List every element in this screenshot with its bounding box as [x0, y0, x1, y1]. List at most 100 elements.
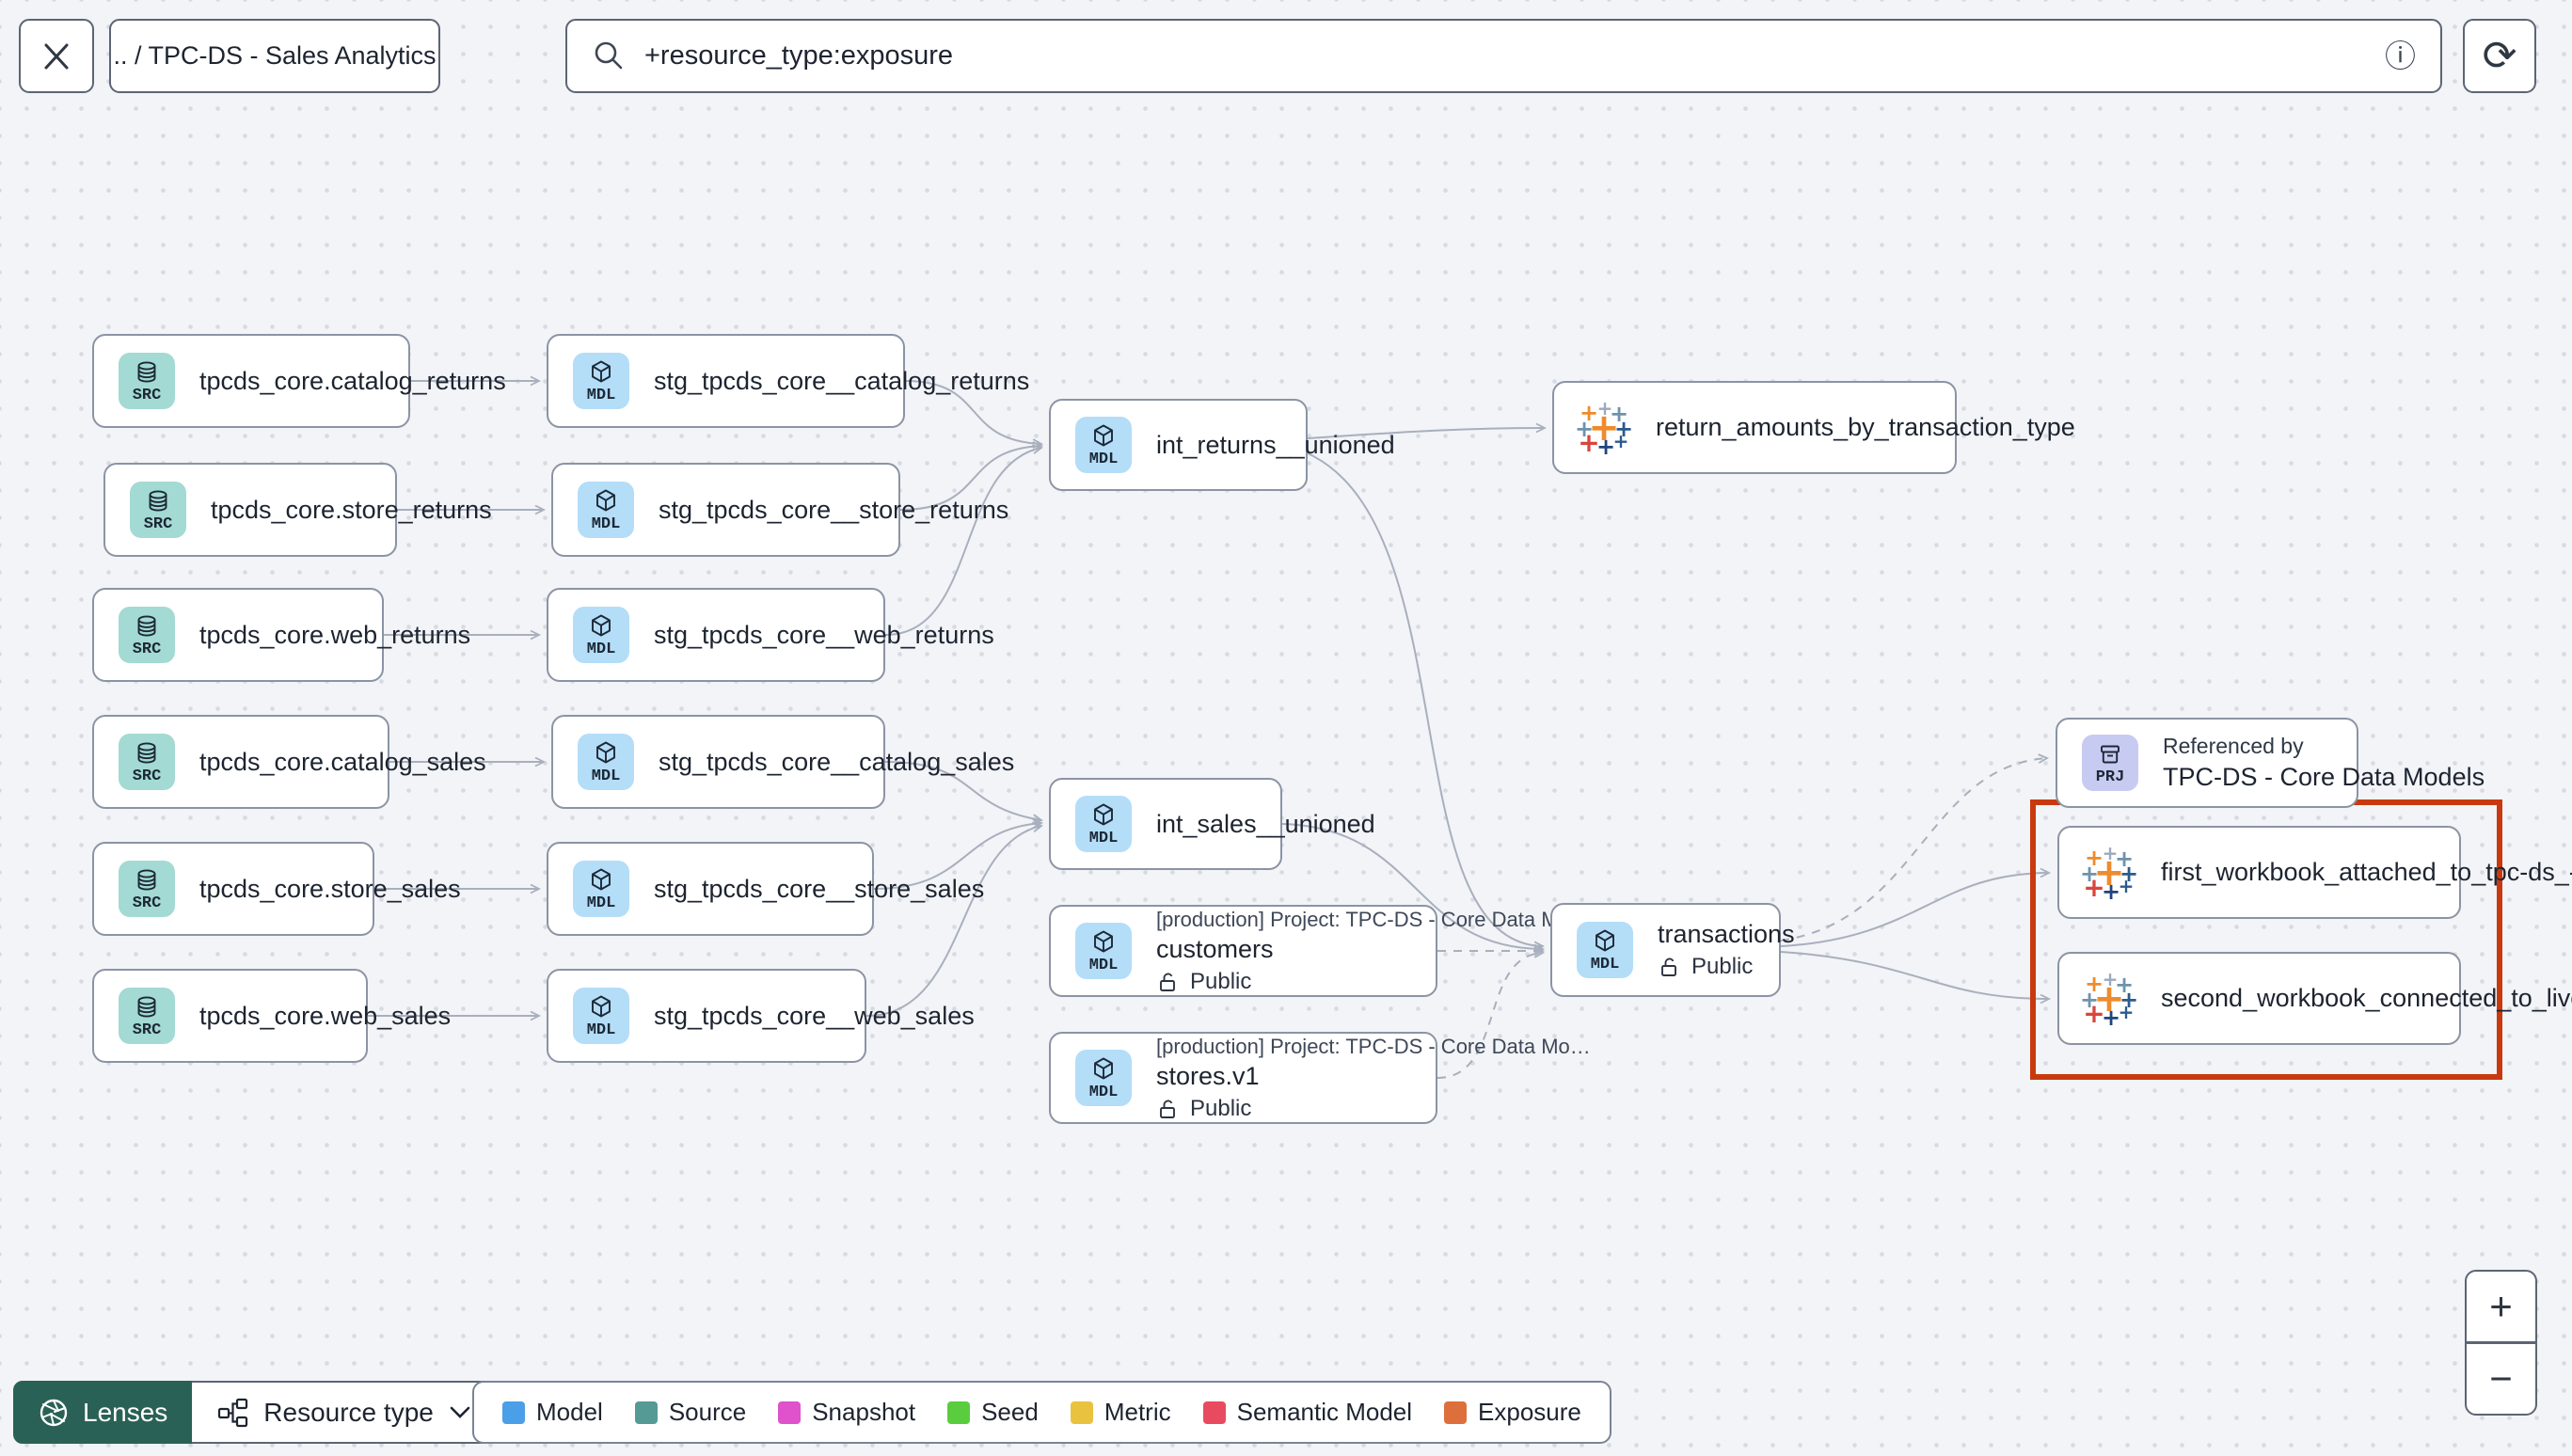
- edge-transactions-to-wb2: [1780, 951, 2052, 1005]
- model-icon: MDL: [1075, 923, 1132, 979]
- legend-item-metric: Metric: [1070, 1398, 1171, 1427]
- database-icon: [137, 614, 156, 637]
- tableau-workbook-icon: +++++++++: [2079, 841, 2139, 905]
- node-wb2[interactable]: +++++++++ second_workbook_connected_to_li…: [2057, 952, 2572, 1045]
- package-icon: [1094, 1057, 1113, 1079]
- edge-stg_web_returns-to-int_returns: [884, 444, 1043, 636]
- legend-label: Exposure: [1478, 1398, 1581, 1426]
- node-label: stg_tpcds_core__web_sales: [654, 1001, 975, 1030]
- resource-type-badge: SRC: [132, 386, 162, 404]
- model-icon: MDL: [573, 353, 629, 409]
- node-src_web_sales[interactable]: SRC tpcds_core.web_sales: [92, 969, 451, 1063]
- model-icon: MDL: [573, 861, 629, 917]
- database-icon: [149, 489, 167, 512]
- access-label: Public: [1190, 1095, 1252, 1121]
- package-icon: [1094, 930, 1113, 952]
- resource-type-badge: MDL: [591, 767, 621, 785]
- node-label: tpcds_core.web_sales: [199, 1001, 452, 1030]
- node-sublabel: Referenced by: [2163, 734, 2304, 758]
- node-label: TPC-DS - Core Data Models: [2163, 763, 2485, 791]
- legend-swatch: [634, 1401, 658, 1424]
- node-label: second_workbook_connected_to_live…: [2161, 984, 2572, 1012]
- unlocked-icon: [1160, 973, 1175, 991]
- resource-type-badge: MDL: [586, 640, 616, 658]
- tableau-workbook-icon: +++++++++: [2079, 967, 2139, 1031]
- source-icon: SRC: [119, 353, 175, 409]
- node-label: int_returns__unioned: [1156, 430, 1395, 459]
- source-icon: SRC: [119, 734, 175, 790]
- breadcrumb[interactable]: .. / TPC-DS - Sales Analytics: [109, 19, 440, 93]
- zoom-out-button[interactable]: −: [2489, 1355, 2513, 1401]
- resource-type-badge: MDL: [586, 1021, 616, 1039]
- legend-label: Seed: [981, 1398, 1039, 1426]
- resource-type-badge: MDL: [1088, 956, 1119, 974]
- project-icon: PRJ: [2082, 735, 2138, 791]
- node-wb1[interactable]: +++++++++first_workbook_attached_to_tpc-…: [2057, 826, 2572, 919]
- edge-int_returns-to-exp_return_amounts: [1307, 422, 1548, 439]
- model-icon: MDL: [573, 988, 629, 1044]
- zoom-in-button[interactable]: +: [2489, 1284, 2513, 1329]
- node-label: return_amounts_by_transaction_type: [1656, 413, 2075, 441]
- refresh-button[interactable]: ⟳: [2463, 19, 2536, 93]
- search-icon: [595, 41, 623, 69]
- resource-type-badge: MDL: [586, 894, 616, 912]
- resource-type-label: Resource type: [263, 1397, 434, 1427]
- edge-stg_store_sales-to-int_sales: [873, 818, 1044, 890]
- node-label: stores.v1: [1156, 1061, 1260, 1090]
- edge-stg_store_returns-to-int_returns: [899, 441, 1044, 511]
- node-customers[interactable]: MDL[production] Project: TPC-DS - Core D…: [1049, 905, 1591, 997]
- legend-label: Semantic Model: [1236, 1398, 1413, 1426]
- resource-type-badge: MDL: [591, 514, 621, 533]
- resource-type-badge: PRJ: [2095, 768, 2125, 786]
- edge-int_sales-to-transactions: [1281, 823, 1546, 955]
- tableau-workbook-icon: +++++++++: [1574, 396, 1634, 460]
- archive-icon: [2101, 745, 2120, 763]
- edge-transactions-to-wb1: [1780, 867, 2052, 947]
- resource-type-badge: MDL: [1590, 955, 1620, 973]
- access-label: Public: [1691, 954, 1754, 979]
- search-bar[interactable]: ⓘ: [565, 19, 2442, 93]
- node-label: tpcds_core.catalog_returns: [199, 366, 506, 395]
- legend-item-semantic-model: Semantic Model: [1202, 1398, 1413, 1427]
- lenses-button[interactable]: Lenses: [13, 1381, 193, 1444]
- package-icon: [592, 995, 611, 1017]
- close-icon: [44, 43, 69, 69]
- legend-item-exposure: Exposure: [1444, 1398, 1581, 1427]
- lenses-label: Lenses: [83, 1397, 168, 1427]
- unlocked-icon: [1661, 957, 1676, 976]
- node-src_catalog_returns[interactable]: SRC tpcds_core.catalog_returns: [92, 334, 506, 428]
- legend-swatch: [1070, 1401, 1093, 1424]
- source-icon: SRC: [119, 607, 175, 663]
- search-input[interactable]: [643, 40, 2368, 72]
- node-stores[interactable]: MDL[production] Project: TPC-DS - Core D…: [1049, 1032, 1591, 1124]
- edge-stg_catalog_returns-to-int_returns: [904, 380, 1044, 449]
- source-icon: SRC: [119, 988, 175, 1044]
- node-exp_return_amounts[interactable]: +++++++++ return_amounts_by_transaction_t…: [1552, 381, 2075, 474]
- resource-type-dropdown[interactable]: Resource type: [192, 1381, 498, 1444]
- legend-item-snapshot: Snapshot: [778, 1398, 915, 1427]
- legend-swatch: [778, 1401, 802, 1424]
- node-prj_core[interactable]: PRJ Referenced by TPC-DS - Core Data Model…: [2056, 718, 2485, 808]
- legend-label: Source: [668, 1398, 747, 1426]
- resource-type-badge: MDL: [1088, 1083, 1119, 1101]
- close-button[interactable]: [19, 19, 94, 93]
- model-icon: MDL: [1577, 922, 1633, 978]
- info-icon[interactable]: ⓘ: [2385, 39, 2416, 73]
- legend-item-model: Model: [502, 1398, 603, 1427]
- breadcrumb-label: .. / TPC-DS - Sales Analytics: [113, 41, 437, 70]
- node-stg_web_sales[interactable]: MDL stg_tpcds_core__web_sales: [547, 969, 975, 1063]
